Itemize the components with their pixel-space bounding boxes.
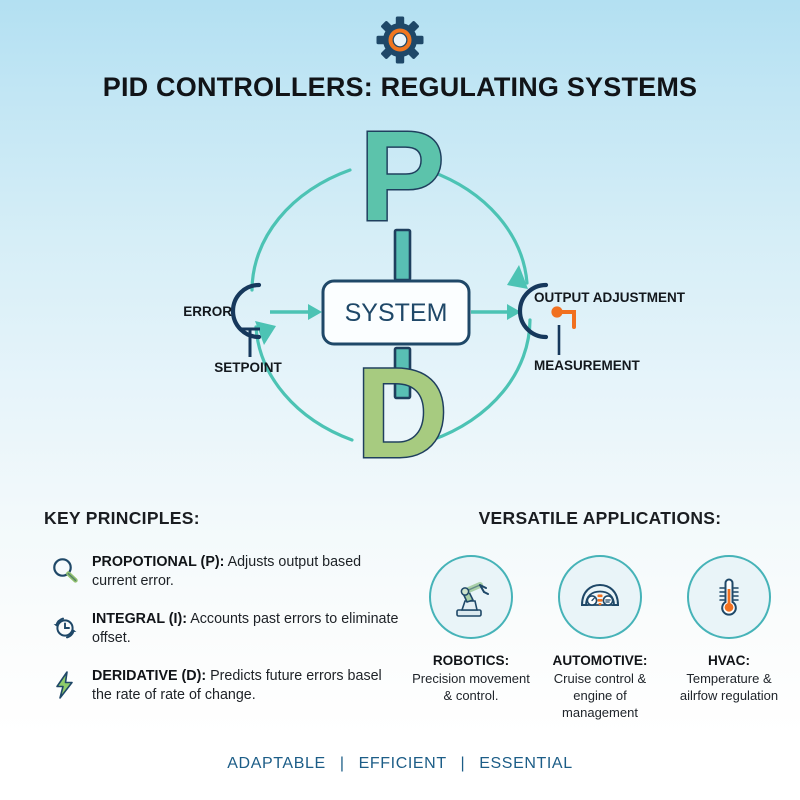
footer-item-essential: ESSENTIAL (479, 755, 573, 772)
header: PID CONTROLLERS: REGULATING SYSTEMS (0, 14, 800, 103)
principle-text: DERIDATIVE (D): Predicts future errors b… (92, 665, 404, 705)
loop-arc-bottom-right (430, 318, 532, 442)
application-desc: Cruise control & engine of management (553, 671, 647, 720)
letter-i-upper-bar (393, 228, 412, 282)
output-node-arc (517, 282, 549, 340)
footer-separator: | (460, 755, 466, 772)
magnifier-icon (44, 551, 86, 591)
principle-desc: Predicts future errors basel the rate of… (92, 668, 382, 703)
arrow-system-to-output (471, 304, 521, 320)
car-dashboard-icon (558, 555, 642, 639)
principle-term: INTEGRAL (I): (92, 611, 188, 627)
application-name: HVAC: (707, 653, 751, 668)
letter-i-lower-bar (393, 346, 412, 400)
label-output-adjustment: OUTPUT ADJUSTMENT (534, 290, 686, 305)
loop-arc-top-left (250, 168, 352, 292)
lightning-bolt-icon (44, 665, 86, 705)
label-setpoint: SETPOINT (214, 360, 282, 375)
principle-desc: Adjusts output based current error. (92, 554, 362, 589)
principle-item-integral: INTEGRAL (I): Accounts past errors to el… (44, 608, 404, 648)
loop-arrowhead-right (507, 265, 528, 289)
principle-item-derivative: DERIDATIVE (D): Predicts future errors b… (44, 665, 404, 705)
letter-p: P (359, 105, 444, 248)
footer-item-efficient: EFFICIENT (358, 755, 447, 772)
principle-term: DERIDATIVE (D): (92, 668, 207, 684)
application-item-robotics: ROBOTICS: Precision movement & control. (412, 555, 530, 705)
application-name: AUTOMOTIVE: (552, 653, 648, 668)
arrow-error-to-system (270, 304, 322, 320)
application-item-hvac: HVAC: Temperature & ailrfow regulation (670, 555, 788, 705)
label-measurement: MEASUREMENT (534, 358, 641, 373)
application-name: ROBOTICS: (432, 653, 510, 668)
principle-text: PROPOTIONAL (P): Adjusts output based cu… (92, 551, 404, 591)
application-desc: Temperature & ailrfow regulation (679, 671, 779, 703)
loop-arrowhead-left (255, 321, 276, 345)
application-item-automotive: AUTOMOTIVE: Cruise control & engine of m… (541, 555, 659, 722)
key-principles-title: KEY PRINCIPLES: (44, 508, 200, 528)
footer-separator: | (339, 755, 345, 772)
principle-term: PROPOTIONAL (P): (92, 554, 225, 570)
label-error: ERROR (183, 304, 232, 319)
applications-section: VERSATILE APPLICATIONS: ROBOTICS: (412, 508, 788, 722)
letter-d: D (356, 342, 448, 485)
principle-desc: Accounts past errors to eliminate offset… (92, 611, 399, 646)
applications-grid: ROBOTICS: Precision movement & control. (412, 555, 788, 722)
output-signal-hook (555, 310, 576, 329)
applications-title: VERSATILE APPLICATIONS: (478, 508, 722, 528)
footer-item-adaptable: ADAPTABLE (227, 755, 326, 772)
principle-item-proportional: PROPOTIONAL (P): Adjusts output based cu… (44, 551, 404, 591)
robot-arm-icon (429, 555, 513, 639)
error-node-arc (230, 282, 262, 340)
loop-arc-top-right (428, 169, 529, 285)
footer-taglines: ADAPTABLE | EFFICIENT | ESSENTIAL (0, 755, 800, 773)
thermometer-icon (687, 555, 771, 639)
principle-text: INTEGRAL (I): Accounts past errors to el… (92, 608, 404, 648)
page-title: PID CONTROLLERS: REGULATING SYSTEMS (102, 72, 698, 102)
system-box-label: SYSTEM (345, 299, 448, 327)
gear-icon (0, 14, 800, 66)
feedback-loop-arrows (250, 168, 532, 442)
system-box (321, 279, 471, 346)
loop-arc-bottom-left (254, 325, 354, 442)
application-desc: Precision movement & control. (412, 671, 530, 703)
clock-arrows-icon (44, 608, 86, 648)
key-principles-section: KEY PRINCIPLES: PROPOTIONAL (P): Adjusts… (44, 508, 404, 722)
pid-loop-diagram: P SYSTEM D ERROR SETPOINT (0, 105, 800, 505)
